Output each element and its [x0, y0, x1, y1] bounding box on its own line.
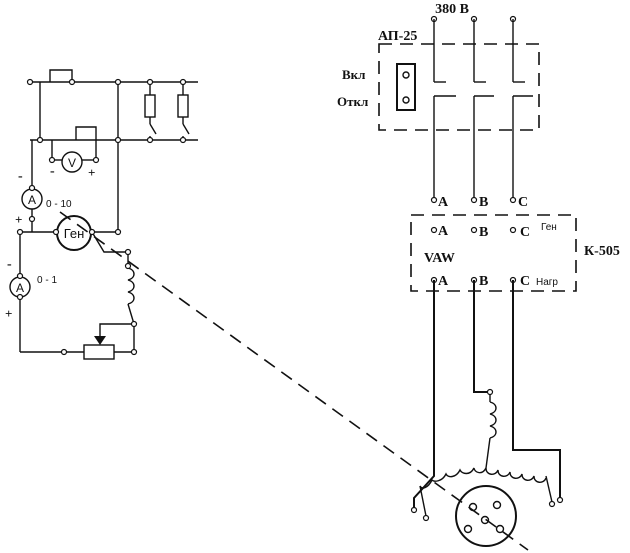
ammeter2-range: 0 - 1 [37, 275, 57, 286]
field-wire-bottom [127, 303, 135, 325]
gen-b-label: B [479, 225, 488, 240]
breaker-button-panel[interactable] [396, 63, 416, 111]
lead-b [473, 280, 490, 393]
winding-c-to-term [545, 475, 553, 503]
gen-c-label: C [520, 225, 530, 240]
gen-terminal-a [430, 226, 438, 234]
k505-in-a [430, 196, 438, 204]
breaker-on-button[interactable] [402, 71, 410, 79]
gen-mark-label: Ген [541, 222, 557, 233]
winding-b-to-star [485, 437, 491, 469]
k505-in-c [509, 196, 517, 204]
switch-2 [182, 123, 190, 135]
phase-c-in-label: C [518, 195, 528, 210]
vaw-label: VAW [424, 251, 455, 266]
motor-circle [455, 485, 517, 547]
phase-a-in-label: A [438, 195, 449, 210]
ammeter2-label: A [16, 281, 24, 295]
gen-a-label: A [438, 224, 449, 239]
shaft-coupling-line [59, 211, 529, 551]
lead-c [512, 280, 561, 500]
ammeter1-minus: - [18, 169, 23, 184]
winding-a-coil [419, 467, 487, 489]
voltmeter-label: V [68, 156, 76, 170]
voltmeter-minus: - [50, 164, 55, 179]
field-wire-top [91, 231, 129, 268]
k505-box [410, 214, 577, 292]
breaker-off-button[interactable] [402, 96, 410, 104]
gen-terminal-c [509, 226, 517, 234]
field-winding-coil [127, 267, 135, 305]
motor-terminal-c2 [548, 500, 556, 508]
ammeter1-range: 0 - 10 [46, 199, 72, 210]
winding-a-to-term [419, 485, 427, 517]
motor-pin-1 [468, 502, 478, 512]
motor-pin-2 [492, 500, 502, 510]
breaker-label: АП-25 [378, 29, 417, 44]
voltmeter-plus: + [88, 165, 95, 180]
ammeter1-label: A [28, 193, 36, 207]
load-c-label: C [520, 274, 530, 289]
load-b-label: B [479, 274, 488, 289]
motor-terminal-b [486, 388, 494, 396]
rheostat-slider-arrow [94, 336, 106, 345]
rheostat-slider-wire [99, 323, 134, 338]
ammeter2-plus: + [5, 306, 12, 321]
lead-a [413, 280, 435, 510]
load-mark-label: Нагр [536, 277, 558, 288]
dc-circuit: V - + - A 0 - 10 + Ген - A [5, 69, 198, 360]
top-bridge [49, 69, 73, 82]
winding-c-coil [485, 467, 547, 483]
motor-pin-5 [495, 524, 505, 534]
motor-terminal-a2 [422, 514, 430, 522]
phase-b-in-label: B [479, 195, 488, 210]
voltmeter-circle [61, 151, 83, 173]
motor-pin-4 [463, 524, 473, 534]
motor-terminal-a1 [410, 506, 418, 514]
load-a-label: A [438, 274, 449, 289]
ammeter1-plus: + [15, 212, 22, 227]
rheostat [83, 344, 115, 360]
dc-terminals [16, 78, 187, 356]
gen-terminal-b [470, 226, 478, 234]
supply-label: 380 В [435, 2, 469, 17]
breaker-off-label: Откл [337, 94, 368, 109]
generator-label: Ген [64, 226, 85, 241]
k505-in-b [470, 196, 478, 204]
resistor-1 [144, 94, 156, 118]
switch-1 [149, 123, 157, 135]
motor-pin-3 [480, 515, 490, 525]
winding-b-coil [489, 401, 497, 439]
mid-bridge [75, 126, 97, 140]
breaker-box [378, 43, 540, 131]
ammeter2-minus: - [7, 257, 12, 272]
k505-label: К-505 [584, 244, 620, 259]
breaker-on-label: Вкл [342, 67, 365, 82]
resistor-2 [177, 94, 189, 118]
motor-terminal-c1 [556, 496, 564, 504]
ac-circuit: 380 В АП-25 Вкл Откл A B C [337, 2, 620, 547]
